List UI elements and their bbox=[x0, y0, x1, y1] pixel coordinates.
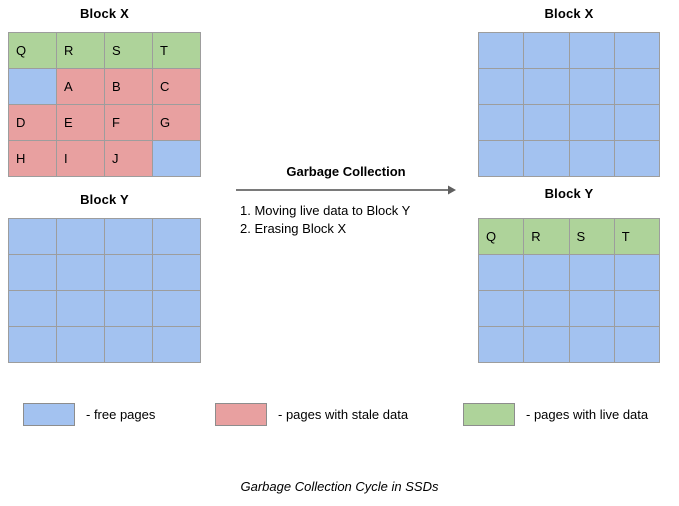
page-cell bbox=[569, 291, 614, 326]
page-cell bbox=[9, 69, 56, 104]
page-cell bbox=[614, 105, 659, 140]
garbage-collection-heading: Garbage Collection bbox=[286, 164, 406, 179]
page-cell: T bbox=[614, 219, 659, 254]
page-cell bbox=[479, 327, 524, 362]
page-cell bbox=[614, 291, 659, 326]
page-cell bbox=[524, 141, 569, 176]
page-cell: F bbox=[105, 105, 152, 140]
page-cell bbox=[105, 255, 152, 290]
block-x-after-grid bbox=[478, 32, 660, 177]
page-cell bbox=[614, 33, 659, 68]
page-cell bbox=[57, 219, 104, 254]
page-cell bbox=[569, 105, 614, 140]
page-cell bbox=[57, 327, 104, 362]
page-cell bbox=[569, 69, 614, 104]
legend-swatch-free bbox=[23, 402, 75, 426]
page-cell: G bbox=[153, 105, 200, 140]
legend-swatch-live bbox=[463, 402, 515, 426]
page-cell bbox=[153, 327, 200, 362]
page-cell bbox=[614, 255, 659, 290]
page-cell bbox=[153, 219, 200, 254]
page-cell: I bbox=[57, 141, 104, 176]
legend-item-free-pages: - free pages bbox=[23, 402, 155, 426]
page-cell: S bbox=[569, 219, 614, 254]
page-cell bbox=[105, 327, 152, 362]
page-cell bbox=[479, 33, 524, 68]
page-cell bbox=[479, 69, 524, 104]
page-cell: J bbox=[105, 141, 152, 176]
page-cell bbox=[9, 327, 56, 362]
page-cell bbox=[614, 141, 659, 176]
page-cell: H bbox=[9, 141, 56, 176]
block-y-before-title: Block Y bbox=[80, 192, 129, 207]
page-cell bbox=[524, 327, 569, 362]
page-cell: Q bbox=[9, 33, 56, 68]
page-cell: C bbox=[153, 69, 200, 104]
page-cell: E bbox=[57, 105, 104, 140]
gc-step-1: 1. Moving live data to Block Y bbox=[240, 203, 411, 218]
page-cell bbox=[105, 291, 152, 326]
page-cell bbox=[479, 141, 524, 176]
page-cell bbox=[479, 291, 524, 326]
legend-item-live-pages: - pages with live data bbox=[463, 402, 648, 426]
page-cell: R bbox=[57, 33, 104, 68]
block-x-before-title: Block X bbox=[79, 6, 130, 21]
right-arrow-icon bbox=[236, 183, 456, 195]
block-x-after-title: Block X bbox=[544, 6, 594, 21]
page-cell bbox=[614, 327, 659, 362]
page-cell bbox=[614, 69, 659, 104]
figure-caption: Garbage Collection Cycle in SSDs bbox=[240, 479, 439, 494]
page-cell bbox=[524, 105, 569, 140]
page-cell: Q bbox=[479, 219, 524, 254]
block-y-after-title: Block Y bbox=[544, 186, 594, 201]
legend-swatch-stale bbox=[215, 402, 267, 426]
garbage-collection-steps: 1. Moving live data to Block Y 2. Erasin… bbox=[240, 202, 465, 238]
page-cell: S bbox=[105, 33, 152, 68]
legend-label-stale: - pages with stale data bbox=[278, 406, 409, 422]
page-cell bbox=[153, 291, 200, 326]
page-cell bbox=[153, 255, 200, 290]
page-cell bbox=[569, 33, 614, 68]
page-cell bbox=[569, 327, 614, 362]
page-cell bbox=[569, 255, 614, 290]
page-cell bbox=[57, 255, 104, 290]
page-cell bbox=[524, 33, 569, 68]
page-cell: A bbox=[57, 69, 104, 104]
page-cell: B bbox=[105, 69, 152, 104]
page-cell bbox=[479, 105, 524, 140]
page-cell bbox=[9, 291, 56, 326]
legend-label-live: - pages with live data bbox=[526, 406, 649, 422]
legend-item-stale-pages: - pages with stale data bbox=[215, 402, 408, 426]
legend-label-free: - free pages bbox=[86, 406, 156, 422]
page-cell bbox=[524, 69, 569, 104]
gc-step-2: 2. Erasing Block X bbox=[240, 221, 347, 236]
page-cell bbox=[105, 219, 152, 254]
page-cell: T bbox=[153, 33, 200, 68]
page-cell: R bbox=[524, 219, 569, 254]
page-cell bbox=[9, 255, 56, 290]
page-cell bbox=[479, 255, 524, 290]
page-cell bbox=[569, 141, 614, 176]
page-cell bbox=[524, 255, 569, 290]
page-cell bbox=[9, 219, 56, 254]
page-cell bbox=[524, 291, 569, 326]
page-cell bbox=[153, 141, 200, 176]
page-cell: D bbox=[9, 105, 56, 140]
page-cell bbox=[57, 291, 104, 326]
block-y-before-grid bbox=[8, 218, 201, 363]
